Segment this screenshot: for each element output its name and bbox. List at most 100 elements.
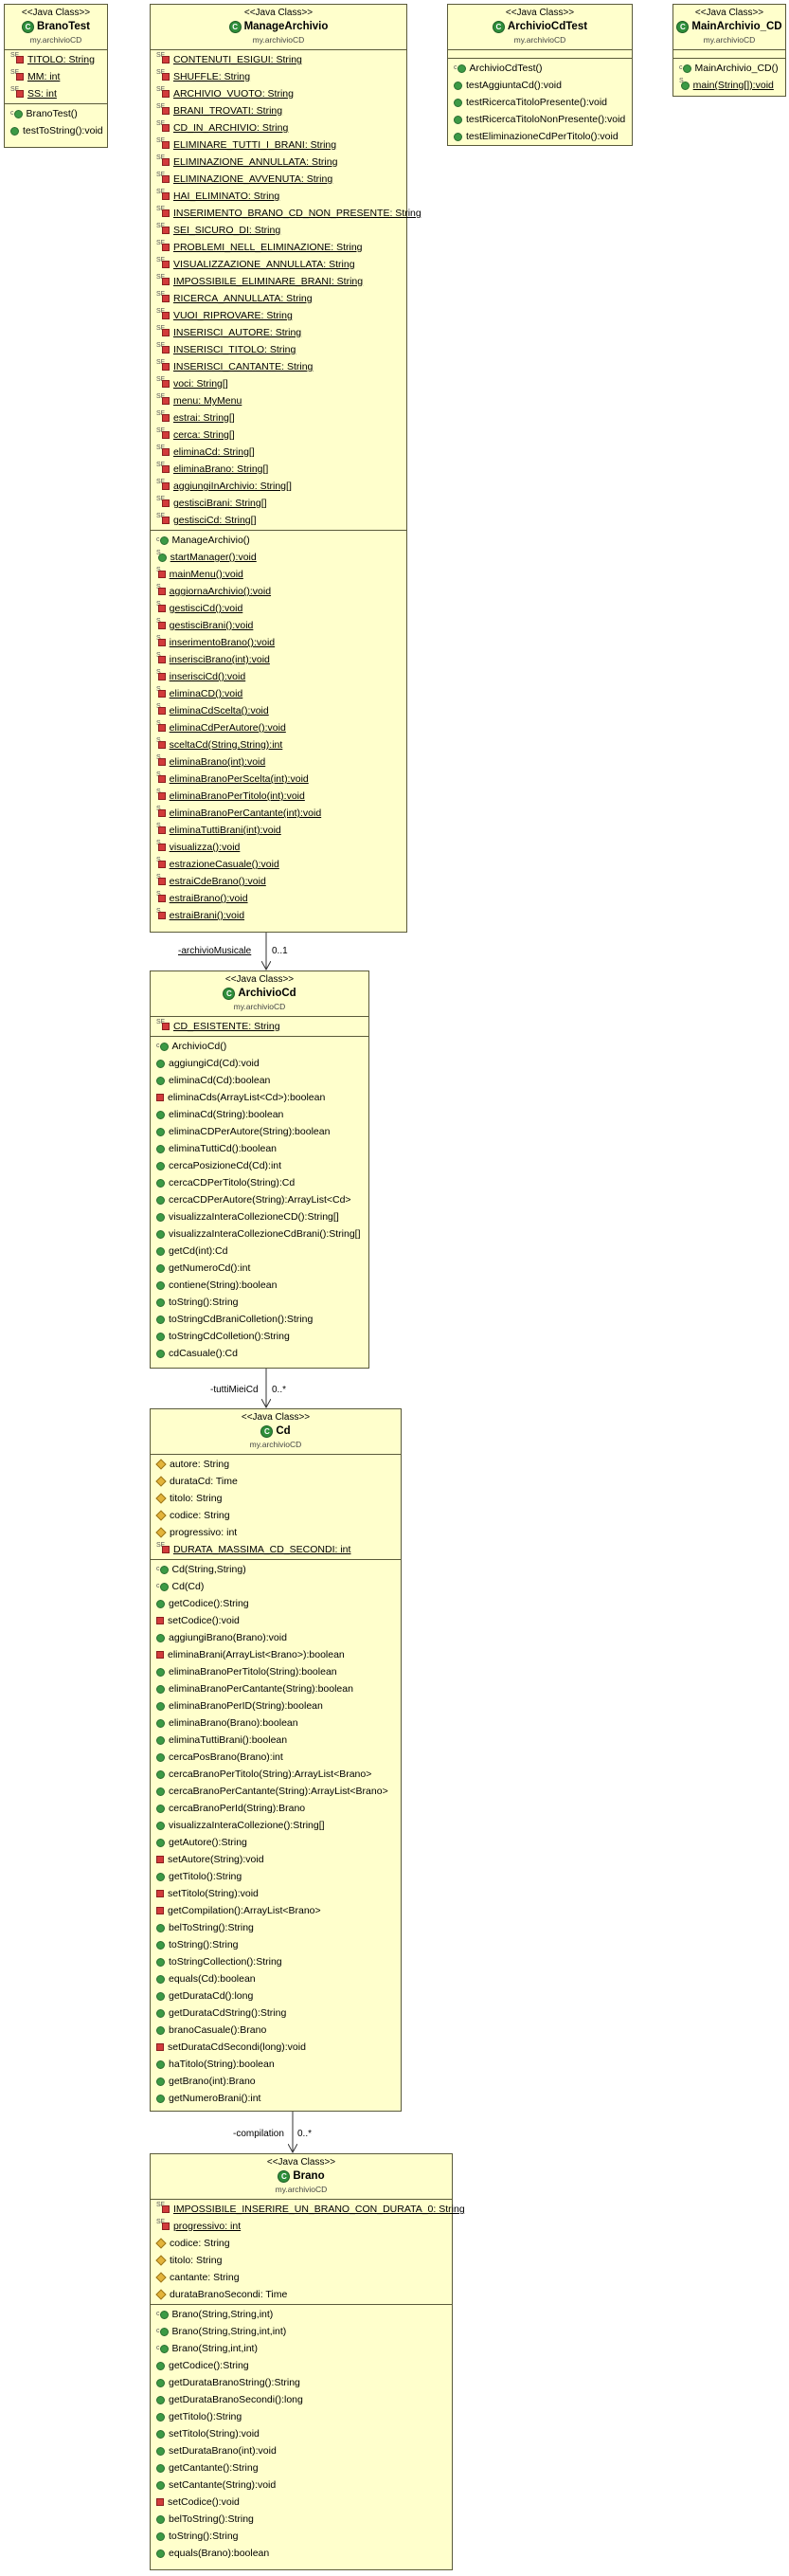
constructor-marker-icon: c [10, 110, 14, 117]
package-name: my.archivioCD [275, 2185, 328, 2194]
public-method-icon [156, 1076, 165, 1085]
method: toString():String [151, 1294, 368, 1311]
method: eliminaCd(Cd):boolean [151, 1072, 368, 1089]
method: toString():String [151, 1936, 401, 1953]
static-final-marker-icon: SF [156, 102, 165, 110]
role-label-archiviomusicale: -archivioMusicale [178, 946, 252, 956]
public-method-icon [156, 2094, 165, 2103]
private-method-icon [157, 639, 166, 646]
stereotype: <<Java Class>> [21, 8, 91, 18]
static-final-marker-icon: SF [156, 85, 165, 93]
method: eliminaBranoPerID(String):boolean [151, 1697, 401, 1714]
method: eliminaBrano(Brano):boolean [151, 1714, 401, 1732]
private-field-icon [161, 465, 170, 473]
public-method-icon [156, 1229, 165, 1239]
method: getCodice():String [151, 2357, 452, 2374]
constructor-marker-icon: c [156, 2311, 160, 2317]
public-method-icon [156, 1991, 165, 2001]
method: eliminaCDPerAutore(String):boolean [151, 1123, 368, 1140]
public-method-icon [159, 1565, 169, 1574]
private-field-icon [161, 295, 170, 302]
role-label-tuttimieicd: -tuttiMieiCd [210, 1385, 259, 1395]
public-method-icon [159, 2344, 169, 2353]
method: testRicercaTitoloPresente():void [448, 94, 632, 111]
method: cercaBranoPerCantante(String):ArrayList<… [151, 1783, 401, 1800]
private-field-icon [161, 397, 170, 405]
public-method-icon [159, 2327, 169, 2336]
private-method-icon [156, 1094, 164, 1101]
public-method-icon [457, 63, 466, 73]
static-final-marker-icon: SF [156, 222, 165, 229]
public-method-icon [454, 81, 462, 90]
public-method-icon [156, 2008, 165, 2018]
static-marker-icon: S [156, 753, 161, 761]
stereotype: <<Java Class>> [243, 8, 314, 18]
method: cercaPosizioneCd(Cd):int [151, 1157, 368, 1174]
public-method-icon [156, 2077, 165, 2086]
method: cercaBranoPerTitolo(String):ArrayList<Br… [151, 1766, 401, 1783]
static-final-marker-icon: SF [156, 256, 165, 263]
method: setDurataBrano(int):void [151, 2442, 452, 2459]
method: getTitolo():String [151, 2408, 452, 2425]
public-method-icon [156, 2480, 165, 2490]
private-method-icon [156, 1617, 164, 1624]
private-method-icon [156, 1890, 164, 1897]
private-method-icon [157, 656, 166, 663]
stereotype: <<Java Class>> [694, 8, 764, 18]
public-method-icon [156, 1667, 165, 1677]
public-method-icon [156, 1769, 165, 1779]
field: titolo: String [151, 2252, 452, 2269]
public-method-icon [156, 1974, 165, 1984]
private-method-icon [157, 741, 166, 749]
static-marker-icon: S [156, 668, 161, 676]
public-method-icon [156, 1127, 165, 1136]
private-field-icon [161, 346, 170, 354]
method: eliminaCds(ArrayList<Cd>):boolean [151, 1089, 368, 1106]
private-method-icon [157, 895, 166, 902]
method: testAggiuntaCd():void [448, 77, 632, 94]
method: toStringCdBraniColletion():String [151, 1311, 368, 1328]
private-field-icon [161, 2222, 170, 2230]
public-method-icon [156, 1246, 165, 1256]
static-marker-icon: S [156, 600, 161, 608]
public-method-icon [156, 1633, 165, 1642]
static-marker-icon: S [679, 77, 684, 84]
private-field-icon [161, 158, 170, 166]
private-field-icon [161, 482, 170, 490]
static-final-marker-icon: SF [156, 239, 165, 246]
static-final-marker-icon: SF [156, 154, 165, 161]
private-field-icon [161, 414, 170, 422]
static-marker-icon: S [156, 617, 161, 625]
static-marker-icon: S [156, 702, 161, 710]
method: testToString():void [5, 122, 107, 139]
static-final-marker-icon: SF [156, 205, 165, 212]
